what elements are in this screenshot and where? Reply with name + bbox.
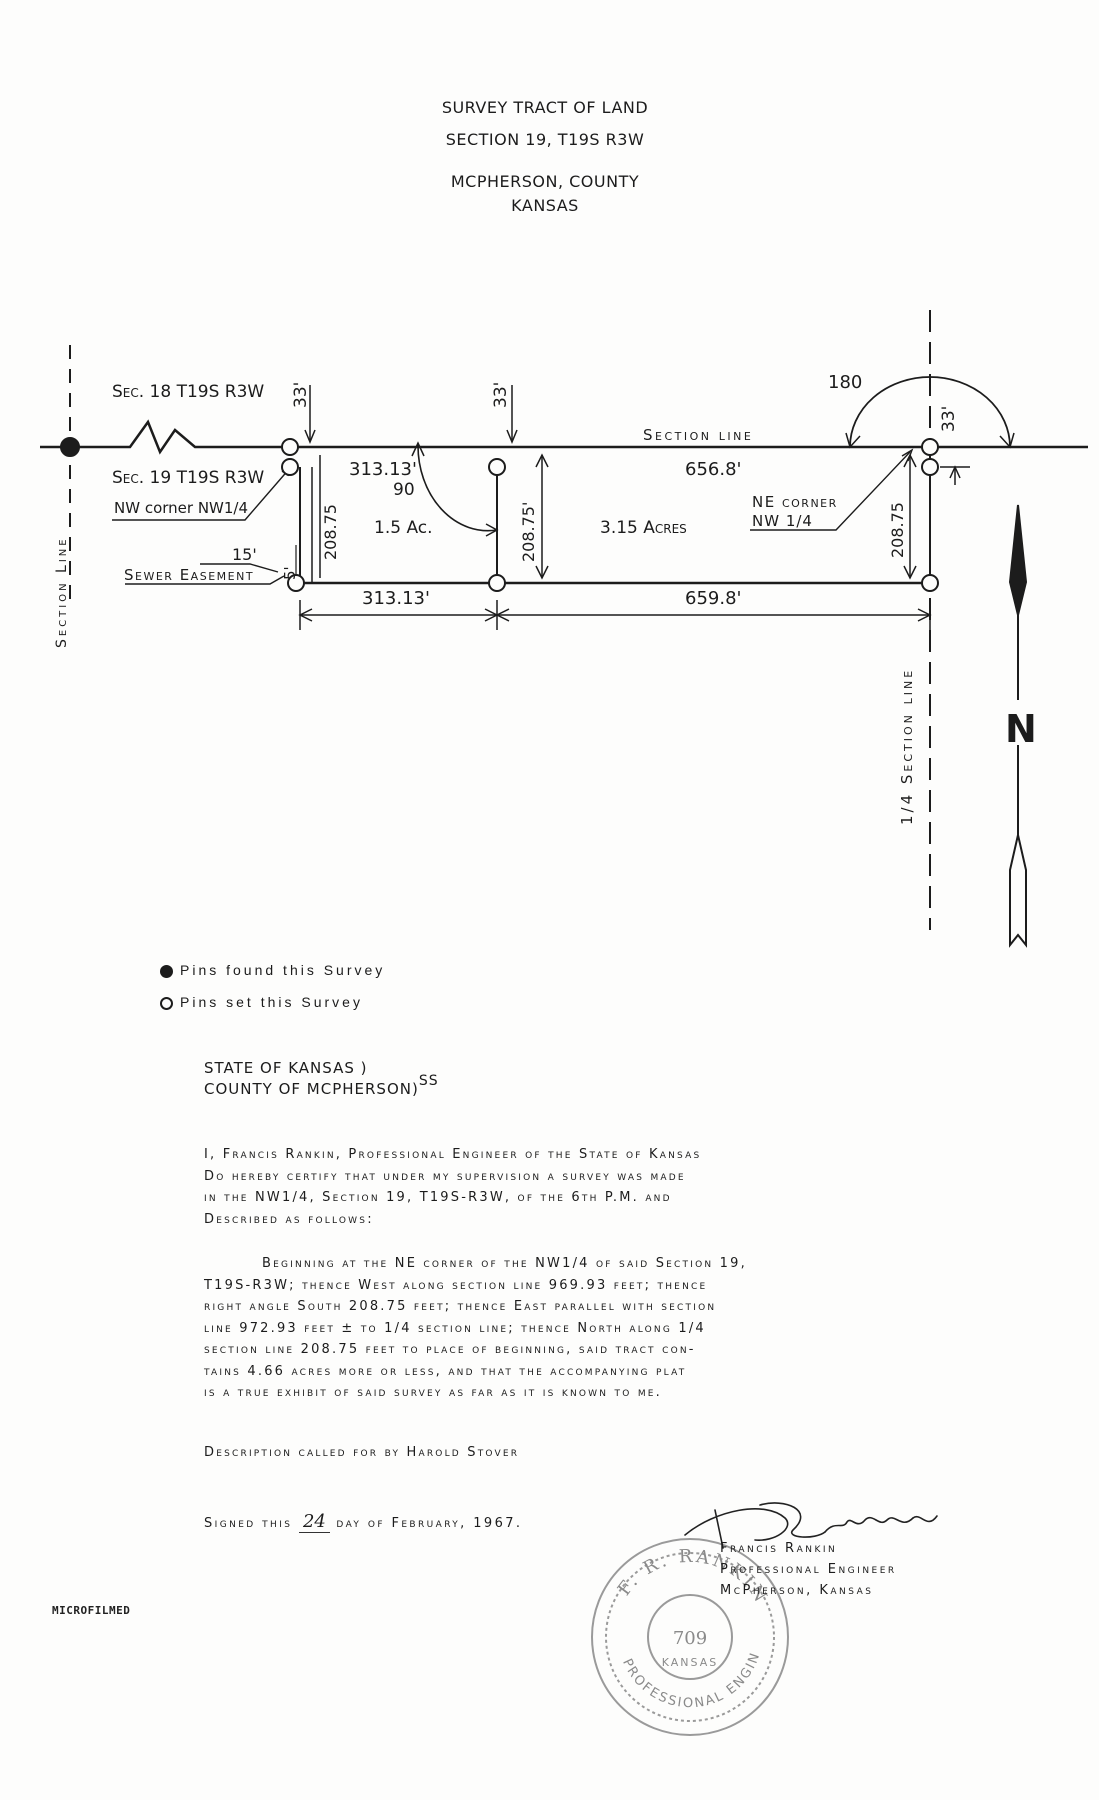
survey-plat: N Sec. 18 T19S R3W Sec. 19 T19S R3W NW c… xyxy=(40,310,1088,948)
filled-pin-icon xyxy=(160,965,173,978)
seal-number: 709 xyxy=(673,1628,707,1649)
certificate-line: I, Francis Rankin, Professional Engineer… xyxy=(204,1147,702,1162)
description-line: line 972.93 feet ± to 1/4 section line; … xyxy=(204,1320,706,1336)
signed-suffix: day of February, 1967. xyxy=(336,1516,523,1531)
sewer-easement-label: Sewer Easement xyxy=(124,566,254,584)
area-1-label: 1.5 Ac. xyxy=(374,518,433,538)
engineer-city: McPherson, Kansas xyxy=(720,1583,874,1598)
certificate: I, Francis Rankin, Professional Engineer… xyxy=(204,1144,904,1230)
sec18-label: Sec. 18 T19S R3W xyxy=(112,382,264,402)
pin-set-marker xyxy=(488,458,506,476)
description-line: tains 4.66 acres more or less, and that … xyxy=(204,1363,687,1379)
dim-15: 15' xyxy=(232,545,257,564)
angle-180: 180 xyxy=(828,372,862,393)
description-line: Beginning at the NE corner of the NW1/4 … xyxy=(262,1256,747,1271)
description-line: is a true exhibit of said survey as far … xyxy=(204,1385,663,1400)
description-line: T19S-R3W; thence West along section line… xyxy=(204,1277,708,1293)
venue: STATE OF KANSAS ) COUNTY OF MCPHERSON)SS xyxy=(204,1058,904,1101)
venue-ss: SS xyxy=(418,1073,439,1089)
angle-90: 90 xyxy=(393,480,415,500)
title-line-4: KANSAS xyxy=(511,196,579,215)
handwritten-signature xyxy=(684,1502,938,1549)
nw-corner-label: NW corner NW1/4 xyxy=(114,499,248,517)
pin-set-marker xyxy=(921,438,939,456)
engineer-seal: F. R. RANKIN PROFESSIONAL ENGINEER 709 K… xyxy=(585,1532,789,1736)
top-section-line xyxy=(40,419,1088,455)
description-line: right angle South 208.75 feet; thence Ea… xyxy=(204,1299,717,1314)
legal-description: Beginning at the NE corner of the NW1/4 … xyxy=(204,1253,904,1404)
title-line-1: SURVEY TRACT OF LAND xyxy=(441,98,649,117)
signature-block: Francis Rankin Professional Engineer McP… xyxy=(720,1538,897,1601)
dim-33-west: 33' xyxy=(291,382,311,408)
left-section-line-label: Section Line xyxy=(54,536,70,648)
dim-5: 5' xyxy=(281,566,299,580)
ne-corner-label-2: NW 1/4 xyxy=(752,512,813,530)
title-line-3: MCPHERSON, COUNTY xyxy=(450,172,640,191)
seal-state: KANSAS xyxy=(662,1656,718,1669)
called-for: Description called for by Harold Stover xyxy=(204,1445,520,1460)
quarter-section-line-label: 1/4 Section line xyxy=(898,668,916,825)
pin-found-marker xyxy=(60,437,80,457)
pin-set-marker xyxy=(281,458,299,476)
certificate-line: Do hereby certify that under my supervis… xyxy=(204,1168,686,1184)
dim-313-bottom: 313.13' xyxy=(362,588,430,609)
pin-set-marker xyxy=(921,458,939,476)
signed-prefix: Signed this xyxy=(204,1516,293,1531)
north-label: N xyxy=(1005,707,1037,751)
dim-208-west: 208.75 xyxy=(321,504,340,560)
description-line: section line 208.75 feet to place of beg… xyxy=(204,1342,696,1357)
pin-set-marker xyxy=(281,438,299,456)
dim-656: 656.8' xyxy=(685,459,741,480)
engineer-title: Professional Engineer xyxy=(720,1562,897,1577)
top-section-line-label: Section line xyxy=(643,426,753,444)
signed-date-line: Signed this 24 day of February, 1967. xyxy=(204,1511,522,1533)
area-2-label: 3.15 Acres xyxy=(600,518,687,538)
dim-33-middle: 33' xyxy=(491,382,511,408)
dim-208-east: 208.75 xyxy=(888,502,907,558)
open-pin-icon xyxy=(160,997,173,1010)
pin-set-marker xyxy=(287,574,305,592)
dim-659: 659.8' xyxy=(685,588,741,609)
venue-county: COUNTY OF MCPHERSON) xyxy=(204,1080,419,1098)
engineer-name: Francis Rankin xyxy=(720,1541,838,1556)
dim-208-middle: 208.75' xyxy=(519,502,538,562)
venue-state: STATE OF KANSAS ) xyxy=(204,1059,368,1077)
signed-day: 24 xyxy=(298,1511,330,1533)
legend-found-label: Pins found this Survey xyxy=(180,962,386,978)
certificate-line: Described as follows: xyxy=(204,1211,374,1227)
legend-set: Pins set this Survey xyxy=(160,994,363,1010)
legend-found: Pins found this Survey xyxy=(160,962,386,978)
microfilm-stamp: MICROFILMED xyxy=(52,1604,131,1617)
pin-set-marker xyxy=(921,574,939,592)
north-arrow: N xyxy=(1005,504,1037,948)
title-line-2: SECTION 19, T19S R3W xyxy=(445,130,645,149)
ne-corner-label-1: NE corner xyxy=(752,493,838,511)
legend-set-label: Pins set this Survey xyxy=(180,994,363,1010)
pin-set-marker xyxy=(488,574,506,592)
dim-313-top: 313.13' xyxy=(349,459,417,480)
sec19-label: Sec. 19 T19S R3W xyxy=(112,468,264,488)
dim-33-east: 33' xyxy=(939,406,959,432)
certificate-line: in the NW1/4, Section 19, T19S-R3W, of t… xyxy=(204,1190,672,1205)
